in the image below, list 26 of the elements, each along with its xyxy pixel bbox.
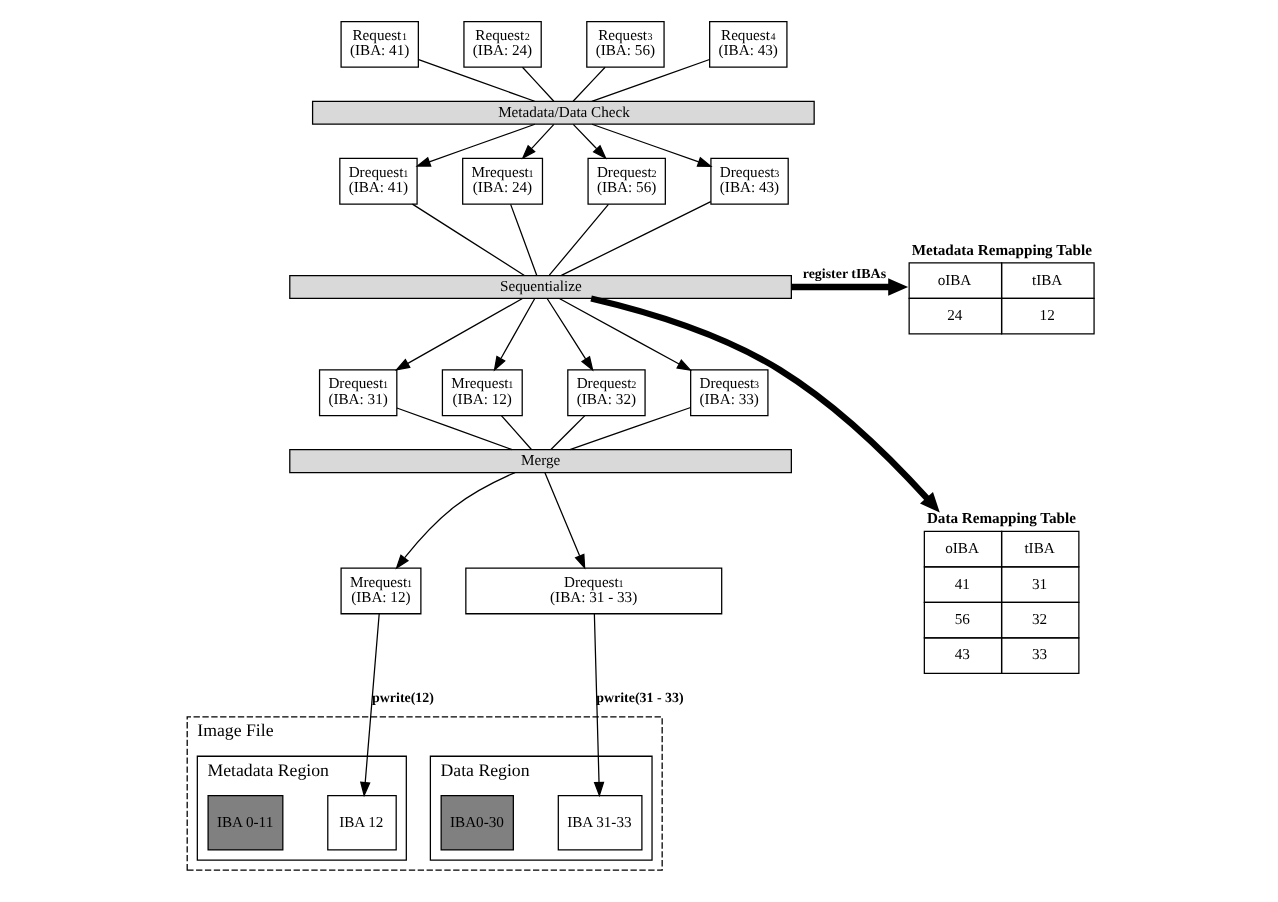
arrow: [590, 123, 712, 167]
arrow: [358, 613, 379, 798]
arrow: [414, 123, 535, 167]
arrow: [790, 278, 908, 296]
connector: [520, 66, 554, 102]
connector: [499, 414, 532, 451]
arrow: [545, 297, 593, 372]
connector: [568, 406, 691, 451]
connector: [571, 66, 605, 102]
connector: [549, 414, 585, 451]
arrow: [492, 297, 535, 372]
arrow: [557, 297, 692, 372]
arrow: [592, 613, 604, 798]
arrow: [394, 471, 515, 570]
arrow: [543, 472, 585, 570]
arrow: [589, 295, 939, 513]
connector: [559, 201, 711, 277]
arrow: [571, 123, 606, 160]
connector: [410, 203, 525, 277]
arrow: [393, 297, 523, 371]
connector: [590, 58, 710, 103]
connector: [395, 407, 512, 451]
arrow: [520, 123, 554, 160]
connector: [547, 203, 609, 276]
connector: [417, 59, 535, 102]
connector: [509, 203, 537, 276]
